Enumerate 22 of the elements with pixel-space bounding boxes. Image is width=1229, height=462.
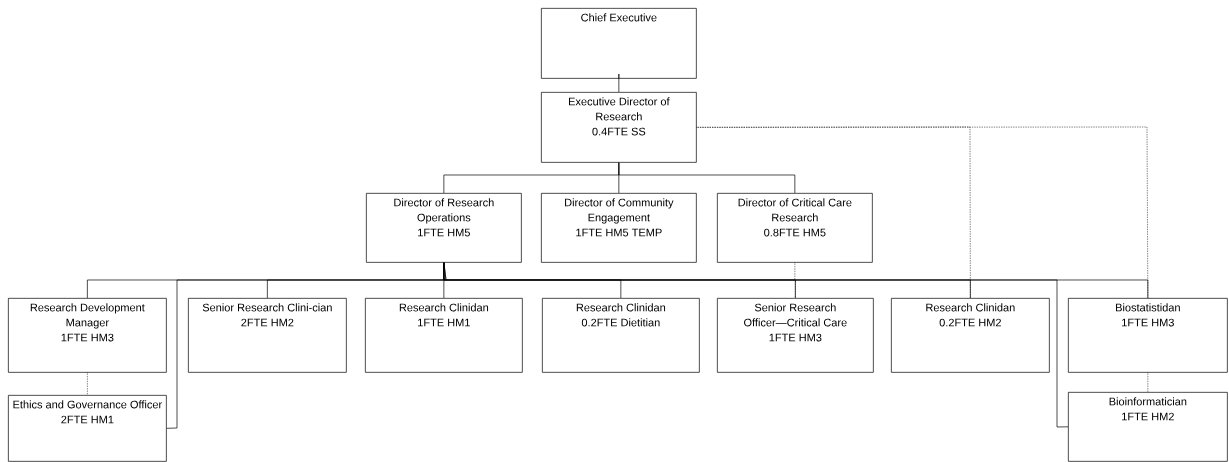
position-box: Research Clinidan 0.2FTE HM2 xyxy=(891,298,1050,373)
position-box: Executive Director of Research 0.4FTE SS xyxy=(541,92,697,163)
position-box: Biostatistidan 1FTE HM3 xyxy=(1068,298,1228,373)
position-box: Director of Community Engagement 1FTE HM5 TEMP xyxy=(541,193,697,263)
position-box: Director of Critical Care Research 0.8FTE HM5 xyxy=(717,193,873,263)
position-box: Research Clinidan 1FTE HM1 xyxy=(365,298,523,373)
position-box: Director of Research Operations 1FTE HM5 xyxy=(366,193,522,263)
position-box: Research Development Manager 1FTE HM3 xyxy=(8,298,167,373)
position-box: Ethics and Governance Officer 2FTE HM1 xyxy=(8,395,167,462)
connector-line xyxy=(696,126,1149,299)
connector-line xyxy=(443,262,1069,428)
connector-line xyxy=(794,262,796,299)
position-box: Senior Research Officer—Critical Care 1FTE HM3 xyxy=(717,298,874,373)
connector-line xyxy=(87,372,88,396)
position-box: Chief Executive xyxy=(541,8,697,79)
position-box: Senior Research Clini-cian 2FTE HM2 xyxy=(188,298,347,373)
connector-line xyxy=(443,262,1149,299)
position-box: Research Clinidan 0.2FTE Dietitian xyxy=(542,298,700,373)
connector-line xyxy=(1147,372,1149,393)
connector-line xyxy=(618,73,620,93)
position-box: Bioinformatician 1FTE HM2 xyxy=(1068,392,1228,462)
connector-line xyxy=(618,162,796,194)
